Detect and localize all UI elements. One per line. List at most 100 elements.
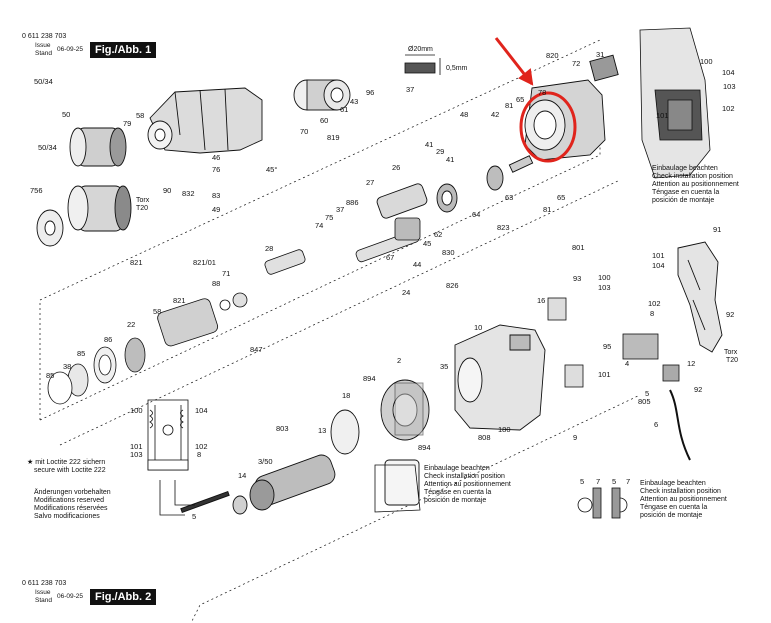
- part-label: 44: [413, 260, 421, 269]
- detail-housing-photo: [639, 27, 711, 179]
- part-label: 72: [572, 59, 580, 68]
- dimension-detail-37: [404, 54, 441, 75]
- part-label: 71: [222, 269, 230, 278]
- part-label: 29: [436, 147, 444, 156]
- part-label: 100: [598, 273, 611, 282]
- hammer-housing-820: [147, 87, 263, 154]
- install-note-top-line-2: Check installation position: [652, 173, 733, 180]
- part-label: 41: [446, 155, 454, 164]
- part-label: 83: [212, 191, 220, 200]
- thickness-label: 0,5mm: [446, 65, 468, 72]
- changes-note-line-4: Salvo modificaciones: [34, 513, 100, 520]
- stator-armature: [180, 379, 430, 515]
- part-label: 16: [537, 296, 545, 305]
- part-label: 50/34: [38, 143, 57, 152]
- part-label: 826: [446, 281, 459, 290]
- part-label: 847: [250, 345, 263, 354]
- dimension-labels: Ø20mm 0,5mm: [408, 46, 468, 72]
- install-position-figures: [374, 464, 628, 519]
- install-note-bottom-line-5: posición de montaje: [640, 512, 703, 519]
- part-label: 76: [212, 165, 220, 174]
- part-label: 27: [366, 178, 374, 187]
- part-label: 37: [336, 205, 344, 214]
- part-label: 61: [340, 105, 348, 114]
- changes-note-line-1: Änderungen vorbehalten: [34, 489, 111, 496]
- handle-801: [677, 241, 723, 353]
- install-note-mid-line-2: Check installation position: [424, 473, 505, 480]
- part-label: 85: [77, 349, 85, 358]
- loctite-note-line-1: ★ mit Loctite 222 sichern: [27, 459, 106, 466]
- part-label: 70: [300, 127, 308, 136]
- part-label: 90: [163, 186, 171, 195]
- part-label: 103: [723, 82, 736, 91]
- part-label: 101: [130, 442, 143, 451]
- part-label: 86: [104, 335, 112, 344]
- part-label: 101: [652, 251, 665, 260]
- diameter-label: Ø20mm: [408, 46, 433, 53]
- part-label: 101: [598, 370, 611, 379]
- part-label: 65: [516, 95, 524, 104]
- part-label: 60: [320, 116, 328, 125]
- part-label: 62: [434, 230, 442, 239]
- part-label: 95: [603, 342, 611, 351]
- install-note-top-line-1: Einbaulage beachten: [652, 165, 718, 172]
- part-label: 91: [713, 225, 721, 234]
- part-label: 88: [212, 279, 220, 288]
- assembly-frame-lines: [39, 39, 641, 623]
- torx-size-left: T20: [136, 205, 149, 212]
- part-label: 42: [491, 110, 499, 119]
- install-note-bottom-line-2: Check installation position: [640, 488, 721, 495]
- install-note-top-line-5: posición de montaje: [652, 197, 715, 204]
- part-label: 28: [265, 244, 273, 253]
- part-label: 102: [648, 299, 661, 308]
- spindle-assembly: [293, 79, 534, 219]
- part-label: 50: [62, 110, 70, 119]
- part-label: 78: [538, 88, 546, 97]
- part-label: 65: [557, 193, 565, 202]
- part-label: 92: [694, 385, 702, 394]
- install-note-mid-line-1: Einbaulage beachten: [424, 465, 490, 472]
- part-label: 886: [346, 198, 359, 207]
- part-label: 38: [63, 362, 71, 371]
- part-label: 37: [406, 85, 414, 94]
- part-label: 820: [546, 51, 559, 60]
- part-label: 8: [197, 450, 201, 459]
- part-label: 103: [130, 450, 143, 459]
- changes-note-line-2: Modifications reserved: [34, 497, 105, 504]
- part-label: 821: [173, 296, 186, 305]
- part-label: 7: [596, 477, 600, 486]
- part-label: 43: [350, 97, 358, 106]
- part-label: 81: [505, 101, 513, 110]
- part-label: 58: [136, 111, 144, 120]
- part-label: 9: [573, 433, 577, 442]
- chuck-50: [36, 127, 132, 247]
- part-label: 821/01: [193, 258, 216, 267]
- part-label: 41: [425, 140, 433, 149]
- install-note-top-line-3: Attention au positionnement: [652, 181, 739, 188]
- part-number-bottom: 0 611 238 703: [22, 580, 67, 587]
- part-label: 81: [543, 205, 551, 214]
- torx-label-right: Torx: [724, 349, 738, 356]
- part-label: 35: [440, 362, 448, 371]
- install-note-mid-line-4: Téngase en cuenta la: [424, 489, 492, 496]
- part-label: 64: [472, 210, 480, 219]
- part-label: 180: [498, 425, 511, 434]
- part-label: 18: [342, 391, 350, 400]
- torx-size-right: T20: [726, 357, 739, 364]
- part-label: 801: [572, 243, 585, 252]
- part-label: 823: [497, 223, 510, 232]
- part-label: 104: [195, 406, 208, 415]
- part-label: 2: [397, 356, 401, 365]
- part-label: 104: [722, 68, 735, 77]
- part-label: 894: [418, 443, 431, 452]
- part-labels: 50/34 50 50/34 756 58 79 90 46 76 45° 83…: [30, 50, 736, 521]
- part-label: 756: [30, 186, 43, 195]
- part-label: 4: [625, 359, 629, 368]
- torx-label-left: Torx: [136, 197, 150, 204]
- date-top: 06-09-25: [57, 46, 84, 53]
- part-label: 8: [650, 309, 654, 318]
- part-label: 67: [386, 253, 394, 262]
- loctite-note-line-2: secure with Loctite 222: [34, 467, 106, 474]
- install-note-bottom-line-4: Téngase en cuenta la: [640, 504, 708, 511]
